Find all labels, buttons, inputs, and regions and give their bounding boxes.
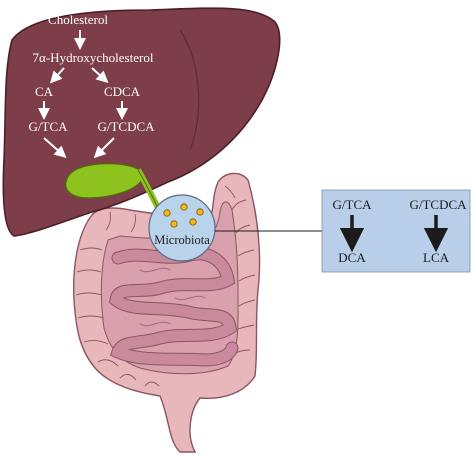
cdca-label: CDCA (104, 84, 141, 99)
conversion-box: G/TCA DCA G/TCDCA LCA (321, 189, 471, 273)
arrow-hydroxy-to-cdca (91, 67, 109, 84)
microbe-dots (163, 203, 204, 228)
ca-label: CA (35, 84, 54, 99)
microbiota-label: Microbiota (154, 233, 210, 247)
cholesterol-label: Cholesterol (48, 12, 108, 27)
arrow-gtca-to-gallbladder (43, 137, 67, 158)
arrow-gtcdca-to-gallbladder (93, 137, 115, 159)
box-right-from: G/TCDCA (409, 197, 467, 212)
small-intestine (109, 247, 239, 367)
arrow-hydroxy-to-ca (49, 67, 65, 84)
liver-pathway-arrows (38, 30, 128, 159)
box-left-from: G/TCA (333, 197, 373, 212)
box-right-to: LCA (423, 250, 450, 265)
hydroxycholesterol-label: 7α-Hydroxycholesterol (33, 50, 154, 65)
microbiota-bubble: Microbiota (148, 194, 216, 262)
gtca-label: G/TCA (29, 119, 69, 134)
box-left-to: DCA (338, 250, 366, 265)
gtcdca-label: G/TCDCA (97, 119, 155, 134)
